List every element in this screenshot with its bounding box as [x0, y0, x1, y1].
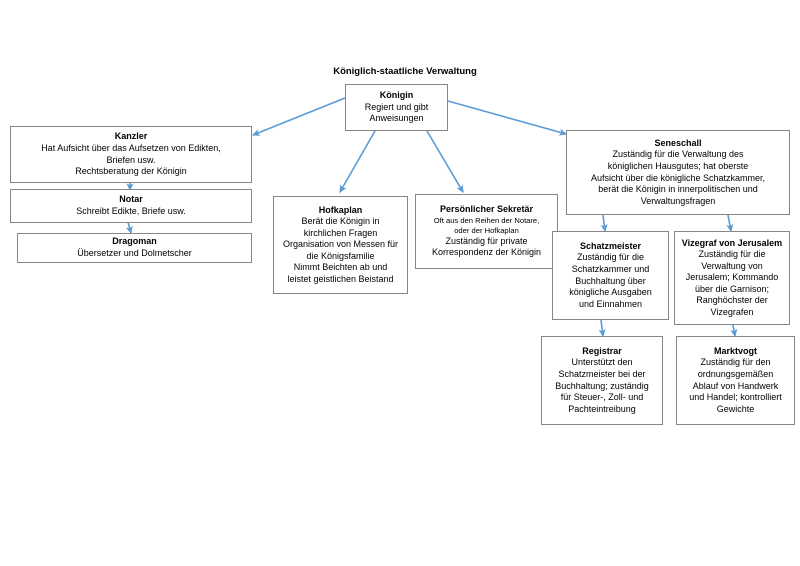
node-persoenlicher-sekretaer-title: Persönlicher Sekretär [439, 204, 534, 215]
node-kanzler-title: Kanzler [114, 131, 148, 142]
node-notar-desc: Schreibt Edikte, Briefe usw. [76, 206, 186, 216]
node-dragoman-title: Dragoman [112, 236, 157, 247]
edge-vizegraf-marktvogt [730, 324, 738, 338]
node-koenigin-title: Königin [379, 90, 414, 101]
node-notar[interactable]: Notar Schreibt Edikte, Briefe usw. [10, 189, 252, 223]
node-persoenlicher-sekretaer[interactable]: Persönlicher Sekretär Oft aus den Reihen… [415, 194, 558, 269]
node-kanzler[interactable]: Kanzler Hat Aufsicht über das Aufsetzen … [10, 126, 252, 183]
node-marktvogt-title: Marktvogt [713, 345, 757, 356]
node-dragoman[interactable]: Dragoman Übersetzer und Dolmetscher [17, 233, 252, 263]
edge-koenigin-hofkaplan [339, 130, 376, 194]
node-seneschall[interactable]: Seneschall Zuständig für die Verwaltung … [566, 130, 790, 215]
chart-title: Königlich-staatliche Verwaltung [333, 66, 477, 77]
node-seneschall-title: Seneschall [654, 137, 702, 148]
node-notar-title: Notar [119, 194, 143, 205]
node-kanzler-desc: Hat Aufsicht über das Aufsetzen von Edik… [41, 142, 221, 177]
node-registrar-title: Registrar [582, 345, 622, 356]
edge-koenigin-kanzler [251, 97, 346, 136]
edge-seneschall-schatzmeister [600, 214, 608, 233]
node-vizegraf-von-jerusalem-title: Vizegraf von Jerusalem [681, 237, 783, 248]
edge-seneschall-vizegraf [726, 214, 734, 233]
edge-koenigin-seneschall [447, 100, 568, 136]
node-vizegraf-von-jerusalem[interactable]: Vizegraf von Jerusalem Zuständig für die… [674, 231, 790, 325]
node-persoenlicher-sekretaer-subnote: Oft aus den Reihen der Notare,oder der H… [433, 215, 540, 235]
edge-koenigin-sekretaer [426, 130, 464, 194]
node-schatzmeister-title: Schatzmeister [579, 240, 642, 251]
node-hofkaplan-title: Hofkaplan [318, 204, 363, 215]
node-dragoman-desc: Übersetzer und Dolmetscher [77, 248, 192, 258]
edge-notar-dragoman [125, 221, 133, 235]
edge-schatzmeister-registrar [598, 319, 606, 338]
